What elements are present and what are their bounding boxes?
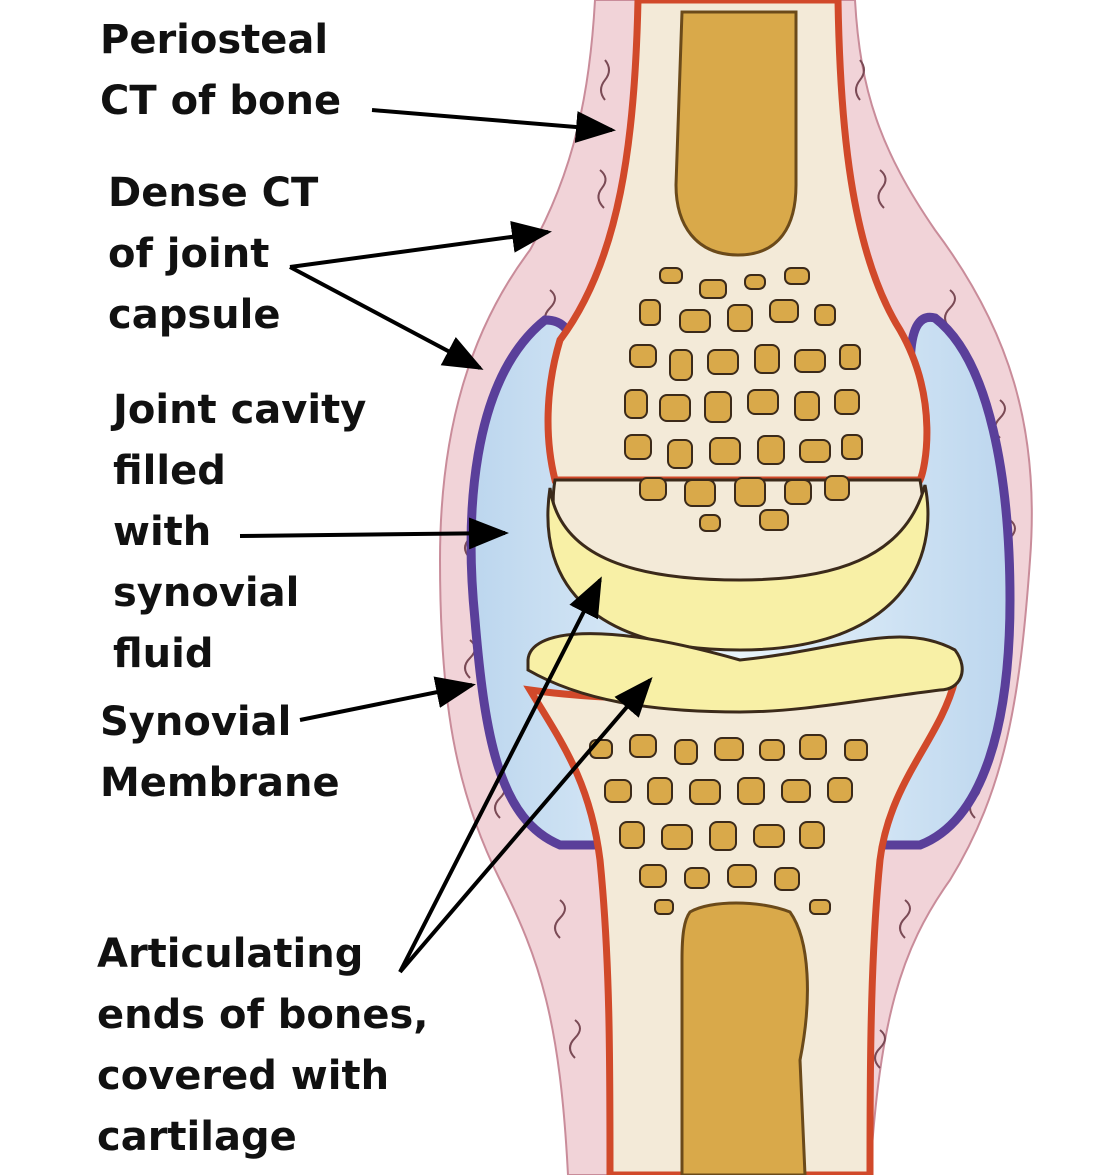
label-line: Joint cavity	[113, 387, 367, 433]
label-articulating-ends: Articulating ends of bones, covered with…	[97, 924, 429, 1168]
arrow-articulating-upper	[398, 576, 602, 973]
label-line: filled	[113, 448, 226, 494]
upper-marrow	[674, 10, 798, 257]
label-line: Periosteal	[100, 17, 329, 63]
label-line: with	[113, 509, 212, 555]
label-line: covered with	[97, 1053, 390, 1099]
label-line: Articulating	[97, 931, 364, 977]
upper-cartilage	[546, 484, 930, 652]
lower-spongy-bone	[589, 734, 868, 915]
label-line: cartilage	[97, 1114, 297, 1160]
label-line: fluid	[113, 631, 214, 677]
label-line: Membrane	[100, 760, 340, 806]
arrow-joint-cavity	[239, 517, 509, 550]
label-arrows	[239, 108, 653, 974]
arrow-articulating-lower	[398, 676, 653, 974]
lower-marrow	[680, 901, 809, 1175]
label-periosteal-ct: Periosteal CT of bone	[100, 10, 341, 132]
label-line: ends of bones,	[97, 992, 429, 1038]
arrow-synovial-membrane	[299, 676, 476, 722]
label-line: Dense CT	[108, 170, 319, 216]
label-line: capsule	[108, 292, 281, 338]
label-line: CT of bone	[100, 78, 342, 124]
label-line: of joint	[108, 231, 270, 277]
upper-spongy-bone	[624, 267, 863, 532]
arrow-dense-ct-lower	[289, 265, 484, 370]
label-line: synovial	[113, 570, 300, 616]
label-synovial-membrane: Synovial Membrane	[100, 692, 340, 814]
arrow-dense-ct-upper	[289, 220, 552, 269]
label-dense-ct: Dense CT of joint capsule	[108, 163, 318, 346]
label-line: Synovial	[100, 699, 292, 745]
label-joint-cavity: Joint cavity filled with synovial fluid	[113, 380, 366, 685]
arrow-periosteal	[371, 108, 616, 143]
